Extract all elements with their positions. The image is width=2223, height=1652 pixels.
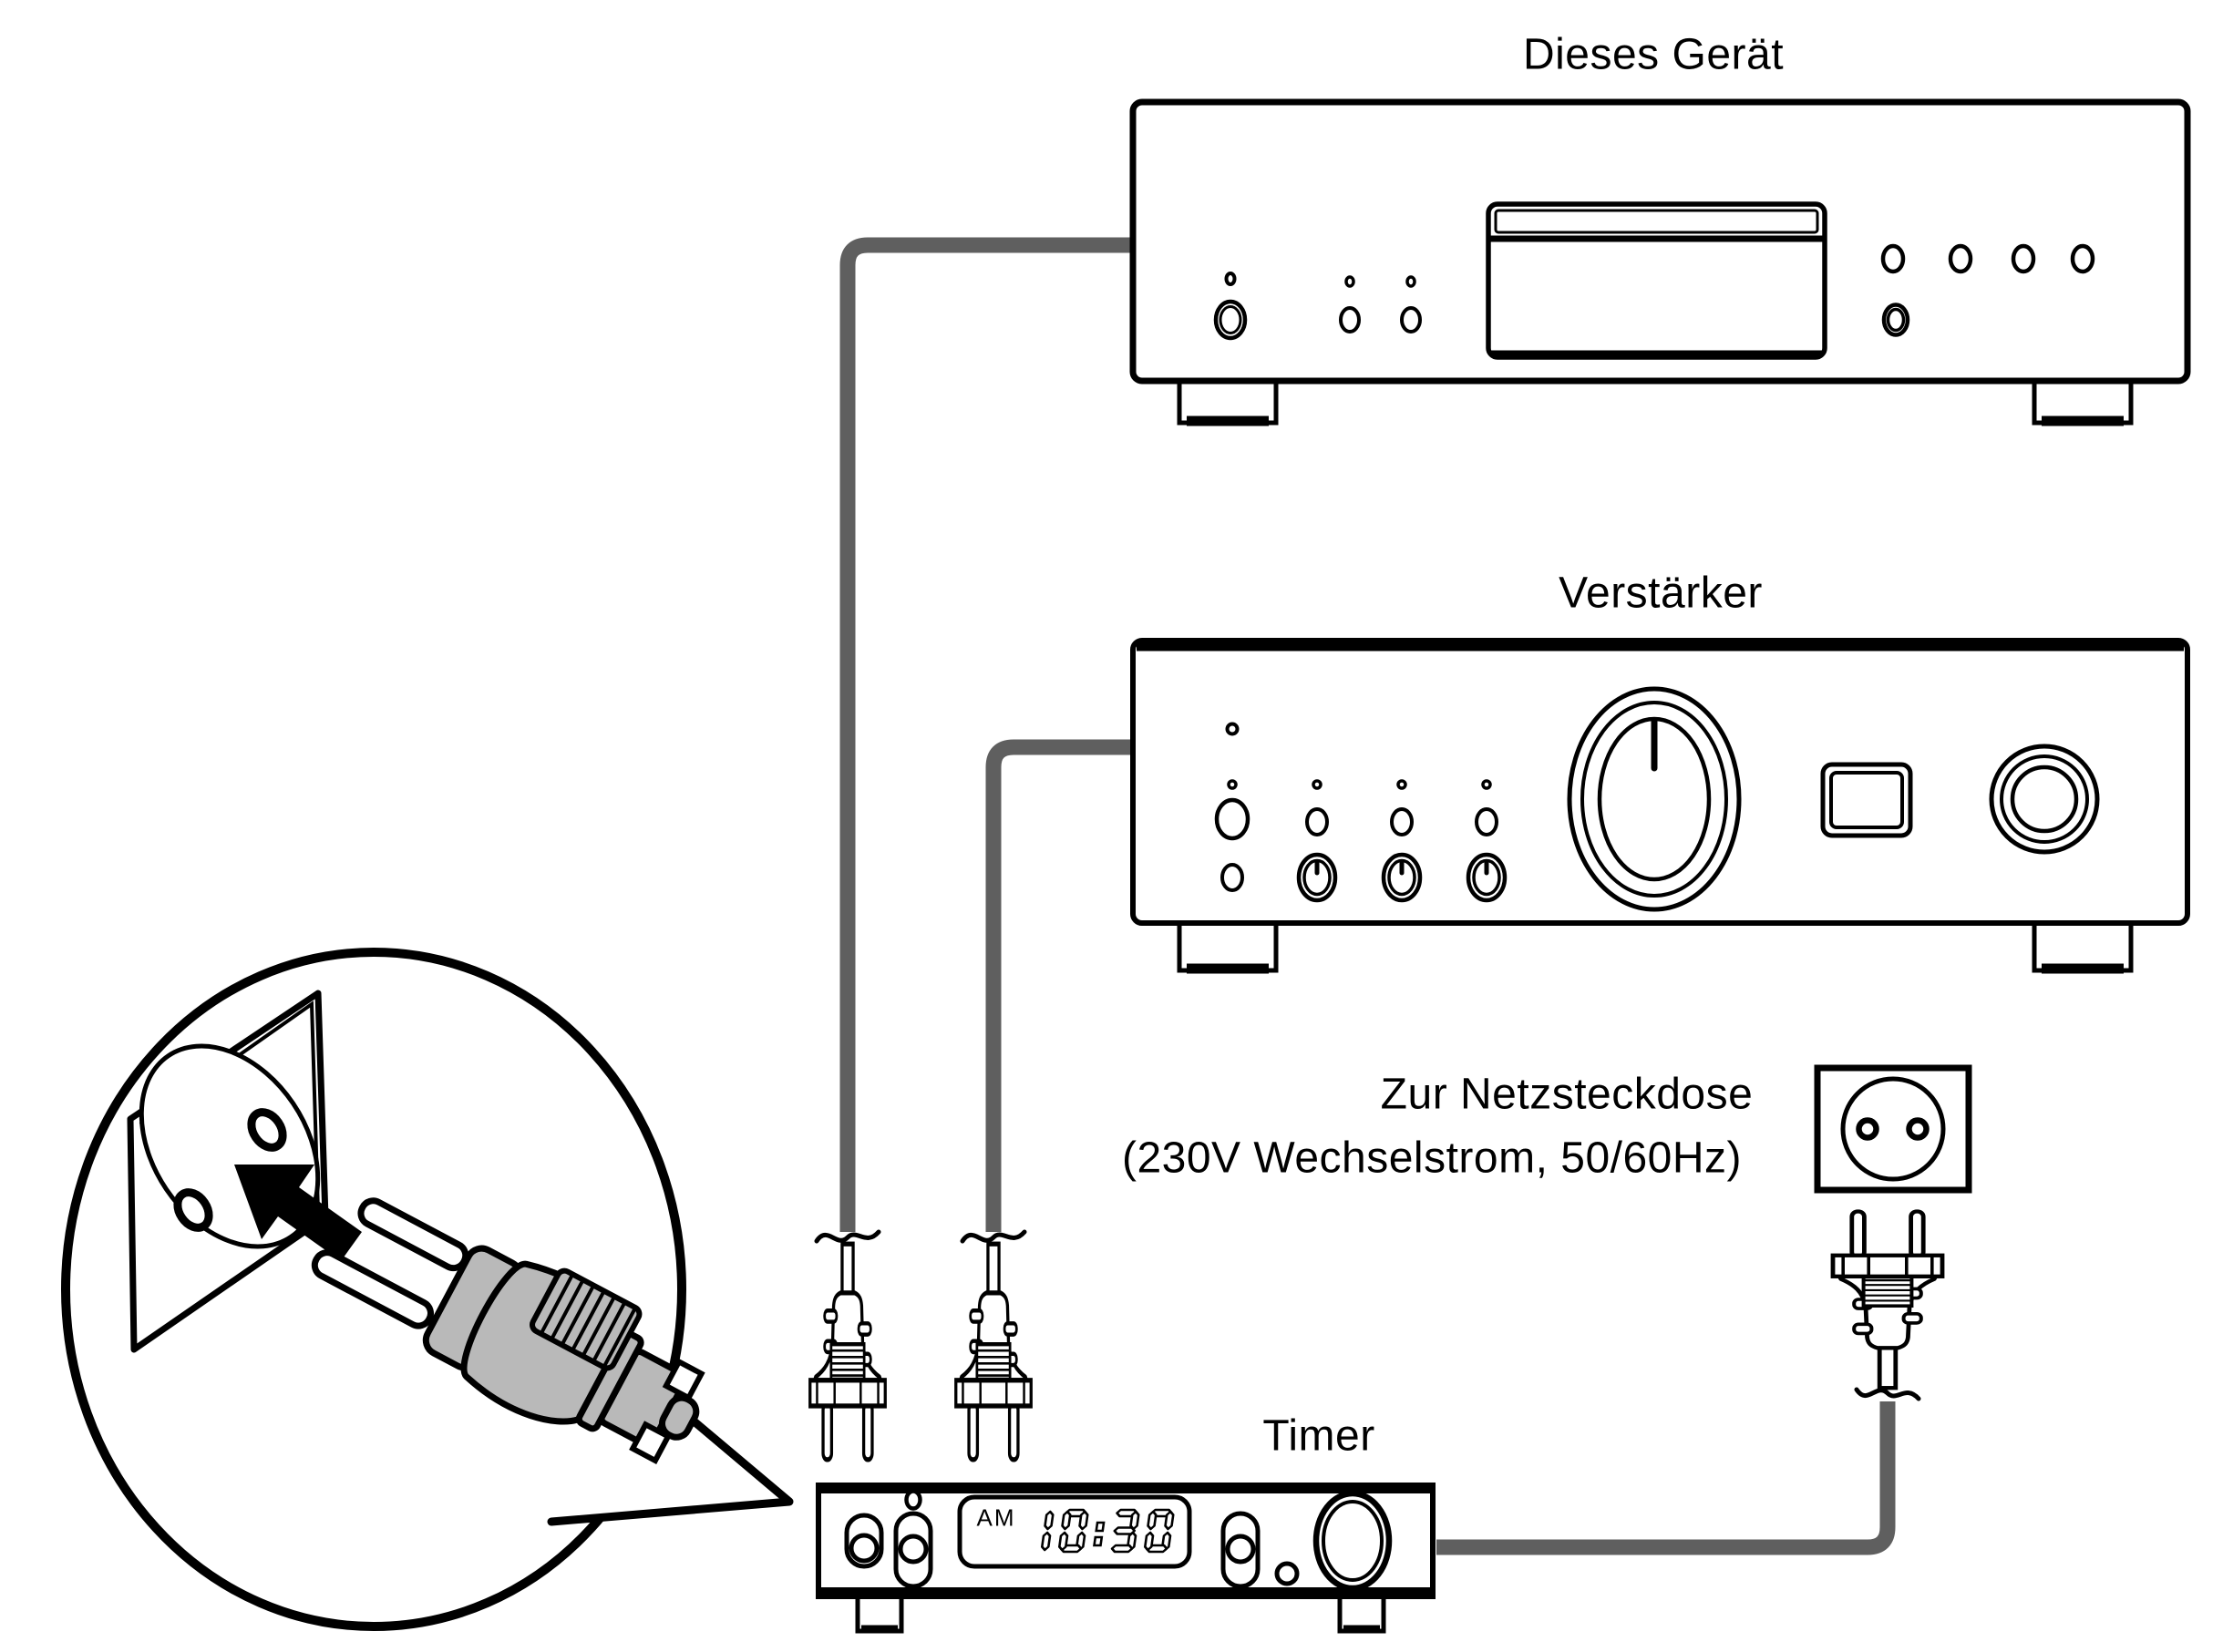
- display-window: [1820, 762, 1913, 838]
- outlet-label-line2: (230V Wechselstrom, 50/60Hz): [1121, 1134, 1743, 1183]
- cable-timer: [1436, 1401, 1896, 1555]
- volume-knob: [1567, 686, 1742, 912]
- small-buttons: [1339, 306, 1422, 333]
- euro-plug-icon-right: [1833, 1212, 1942, 1389]
- cd-player-feet: [1177, 378, 2134, 426]
- timer-device: [816, 1483, 1436, 1634]
- clock-time-digits: [1040, 1508, 1175, 1554]
- indicator-leds: [1227, 779, 1492, 790]
- amplifier-label: Verstärker: [1559, 569, 1763, 618]
- timer-led: [904, 1489, 922, 1511]
- eject-button: [1881, 303, 1910, 337]
- amplifier: [1130, 638, 2190, 974]
- plugs: [810, 1212, 1942, 1460]
- cd-player-label: Dieses Gerät: [1522, 30, 1785, 79]
- cd-player: [1129, 98, 2191, 426]
- indicator-leds: [1344, 275, 1416, 288]
- tone-knobs: [1296, 852, 1508, 903]
- input-knob: [1989, 744, 2100, 855]
- timer-switch-2: [893, 1511, 933, 1589]
- clock-period-label: AM: [976, 1503, 1016, 1532]
- selector-buttons: [1220, 807, 1498, 892]
- schuko-plug-3d-icon: [311, 1197, 705, 1464]
- euro-plug-icon-left: [810, 1244, 886, 1460]
- power-button: [1213, 299, 1248, 341]
- euro-plug-icon-middle: [956, 1244, 1032, 1460]
- inset-bubble: [61, 948, 794, 1631]
- amplifier-feet: [1177, 920, 2134, 974]
- cable-amplifier: [985, 739, 1133, 1232]
- disc-tray: [1486, 201, 1827, 360]
- power-led: [1224, 272, 1237, 286]
- insert-arrow-icon: [234, 1165, 362, 1261]
- power-cables: [839, 237, 1896, 1555]
- timer-knob: [1312, 1490, 1393, 1592]
- timer-switch-3: [1220, 1511, 1261, 1589]
- cable-cd-player: [839, 237, 1133, 1232]
- timer-button: [1274, 1561, 1300, 1586]
- timer-switch-1: [844, 1513, 884, 1569]
- transport-buttons: [1880, 243, 2095, 274]
- power-outlet-icon: [1814, 1064, 1972, 1194]
- power-button: [1214, 797, 1250, 841]
- power-led: [1225, 722, 1240, 736]
- timer-feet: [855, 1594, 1386, 1634]
- wall-socket-icon: [127, 990, 329, 1353]
- timer-label: Timer: [1262, 1411, 1375, 1461]
- outlet-label-line1: Zur Netzsteckdose: [1380, 1070, 1754, 1119]
